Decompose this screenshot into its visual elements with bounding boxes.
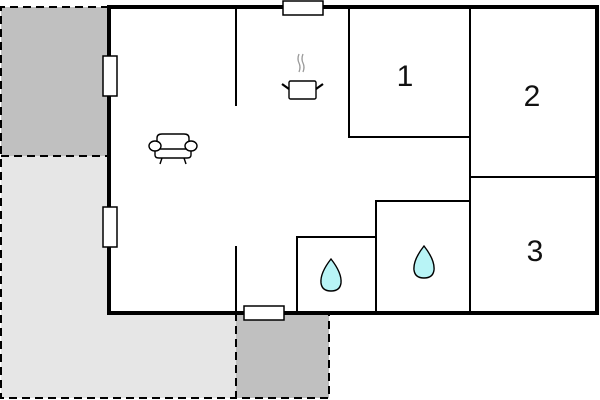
room-label-3: 3: [527, 235, 544, 268]
windows: [102, 0, 324, 321]
water-drop-icon: [413, 244, 435, 279]
building-floor: [109, 7, 597, 313]
window-left-lower: [102, 206, 118, 248]
window-top: [282, 0, 324, 16]
outdoor-areas: [0, 6, 330, 399]
terrace-open: [1, 156, 236, 398]
cooking-pot-icon: [281, 53, 324, 100]
window-bottom: [243, 305, 285, 321]
terrace-dashed-border: [0, 6, 236, 399]
interior-walls: [235, 7, 597, 313]
armchair-icon: [148, 133, 198, 165]
window-left-upper: [102, 55, 118, 97]
room-label-1: 1: [397, 60, 414, 93]
water-drop-icon: [320, 257, 342, 292]
terrace-bottom-dashed-border: [235, 313, 330, 399]
outer-walls: [107, 5, 599, 315]
terrace-covered-top-left: [1, 7, 109, 156]
terrace-covered-bottom: [236, 313, 329, 398]
room-label-2: 2: [524, 80, 541, 113]
